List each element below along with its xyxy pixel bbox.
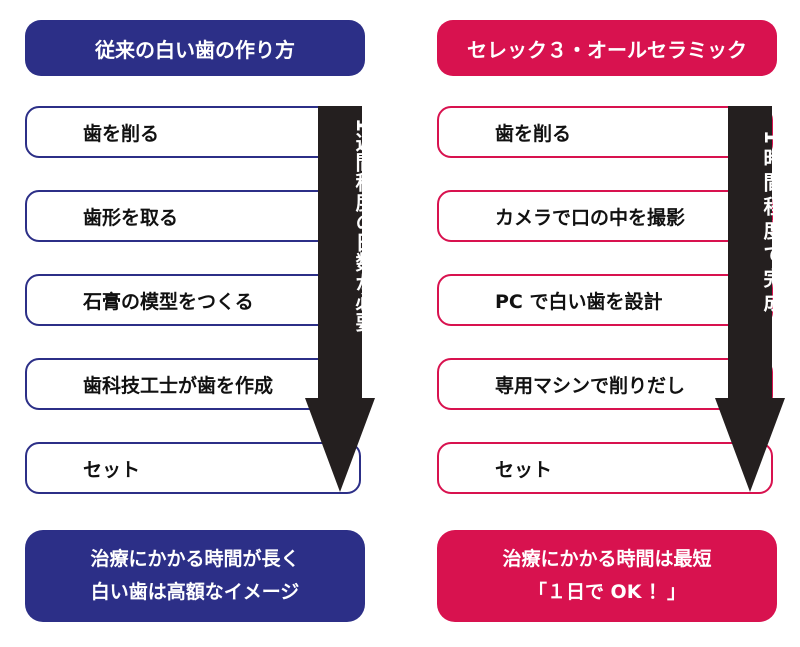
down-arrow-icon — [305, 106, 375, 492]
conventional-step-1: 歯を削る — [25, 106, 361, 158]
conventional-step-4: 歯科技工士が歯を作成 — [25, 358, 361, 410]
conventional-step-2: 歯形を取る — [25, 190, 361, 242]
conventional-step-3: 石膏の模型をつくる — [25, 274, 361, 326]
cerec-step-2: カメラで口の中を撮影 — [437, 190, 773, 242]
duration-arrow-cerec: 1時間程度で完成 — [715, 106, 785, 492]
down-arrow-icon — [715, 106, 785, 492]
cerec-summary: 治療にかかる時間は最短 「１日で OK ！」 — [437, 530, 777, 622]
conventional-duration-text: 1週間程度の日数が必要 — [352, 118, 376, 332]
conventional-summary-line-1: 治療にかかる時間が長く — [90, 547, 300, 570]
cerec-step-3: PC で白い歯を設計 — [437, 274, 773, 326]
cerec-summary-line-2: 「１日で OK ！」 — [527, 581, 687, 603]
cerec-step-1: 歯を削る — [437, 106, 773, 158]
conventional-step-5: セット — [25, 442, 361, 494]
conventional-summary-line-2: 白い歯は高額なイメージ — [90, 581, 300, 603]
conventional-summary: 治療にかかる時間が長く 白い歯は高額なイメージ — [25, 530, 365, 622]
cerec-step-5: セット — [437, 442, 773, 494]
conventional-header: 従来の白い歯の作り方 — [25, 20, 365, 76]
conventional-method-column: 従来の白い歯の作り方 歯を削る 歯形を取る 石膏の模型をつくる 歯科技工士が歯を… — [22, 0, 376, 647]
cerec-summary-line-1: 治療にかかる時間は最短 — [502, 547, 712, 570]
cerec-duration-text: 1時間程度で完成 — [760, 130, 784, 316]
cerec-header: セレック３・オールセラミック — [437, 20, 777, 76]
duration-arrow-conventional: 1週間程度の日数が必要 — [305, 106, 376, 492]
cerec-method-column: セレック３・オールセラミック 歯を削る カメラで口の中を撮影 PC で白い歯を設… — [434, 0, 785, 647]
